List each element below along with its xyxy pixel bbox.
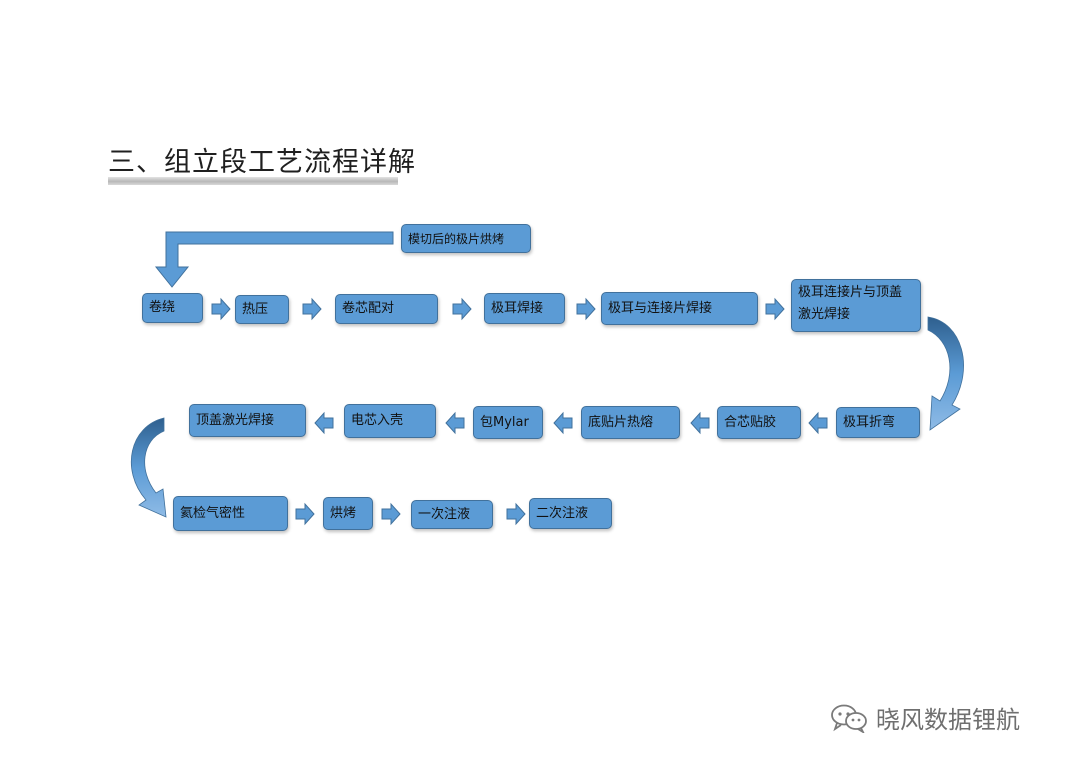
arrow-r1-5 (765, 297, 785, 321)
step-core-taping: 合芯贴胶 (717, 406, 801, 439)
row3-arrows (295, 502, 526, 526)
arrow-r2-1 (808, 411, 828, 435)
arrow-r2-5 (314, 411, 334, 435)
row1-arrows (211, 297, 785, 321)
curve-arrow-right (927, 316, 964, 431)
arrow-r1-2 (302, 297, 322, 321)
step-helium-leak-test: 氦检气密性 (173, 496, 288, 531)
step-second-injection: 二次注液 (529, 498, 612, 529)
step-bottom-patch-melt: 底贴片热熔 (581, 406, 680, 439)
step-mylar-wrap: 包Mylar (473, 406, 543, 439)
arrow-r1-3 (452, 297, 472, 321)
step-electrode-baking: 模切后的极片烘烤 (401, 224, 531, 253)
step-tab-connector-welding: 极耳与连接片焊接 (601, 292, 758, 325)
wechat-icon (831, 704, 867, 733)
step-winding: 卷绕 (142, 293, 203, 323)
step-first-injection: 一次注液 (411, 500, 493, 529)
curve-arrow-left (130, 417, 167, 518)
step-connector-cap-laser-welding: 极耳连接片与顶盖激光焊接 (791, 279, 921, 332)
arrow-r2-3 (553, 411, 573, 435)
row2-arrows (314, 411, 828, 435)
step-hot-press: 热压 (235, 295, 289, 324)
arrow-r1-1 (211, 297, 231, 321)
step-cell-casing: 电芯入壳 (344, 404, 436, 438)
watermark: 晓风数据锂航 (830, 700, 1020, 735)
feed-arrow (154, 231, 394, 288)
page-title: 三、组立段工艺流程详解 (108, 147, 416, 178)
arrow-r3-2 (381, 502, 401, 526)
arrow-r3-1 (295, 502, 315, 526)
arrow-r2-4 (445, 411, 465, 435)
title-underline (108, 177, 398, 185)
arrow-r1-4 (576, 297, 596, 321)
arrow-r2-2 (690, 411, 710, 435)
step-tab-welding: 极耳焊接 (484, 293, 565, 324)
step-cap-laser-welding: 顶盖激光焊接 (189, 404, 306, 437)
step-tab-bending: 极耳折弯 (836, 407, 920, 438)
step-core-pairing: 卷芯配对 (335, 294, 438, 324)
watermark-text: 晓风数据锂航 (876, 706, 1020, 734)
arrow-r3-3 (506, 502, 526, 526)
step-baking: 烘烤 (323, 497, 373, 530)
